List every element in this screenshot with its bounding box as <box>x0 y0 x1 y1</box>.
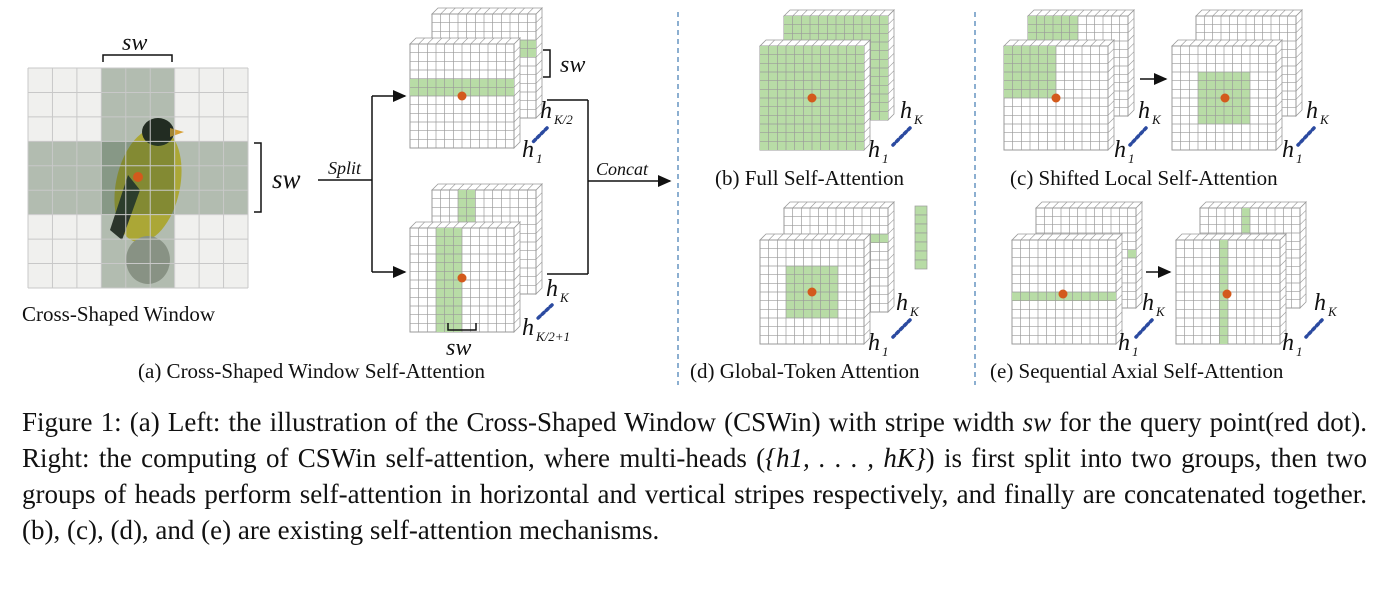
caption-d: (d) Global-Token Attention <box>690 359 920 383</box>
caption-part-3: ) is first split into two groups, then t… <box>22 443 1367 545</box>
a-bot-dot <box>457 273 467 283</box>
a-top-front-grid <box>409 37 521 149</box>
c-head-1-left-sub: 1 <box>1128 151 1135 166</box>
e-right-dot <box>1222 289 1232 299</box>
caption-e: (e) Sequential Axial Self-Attention <box>990 359 1284 383</box>
b-head-dots <box>891 126 912 147</box>
d-head-dots <box>891 318 912 339</box>
c-head-1-right-sub: 1 <box>1296 151 1303 166</box>
e-right-front-grid <box>1175 233 1287 345</box>
sw-label-right: sw <box>272 164 301 194</box>
head-label-k: h <box>546 276 558 302</box>
head-sub-k21: K/2+1 <box>535 329 570 344</box>
c-left-dot <box>1051 93 1061 103</box>
c-left-front-grid <box>1003 39 1115 151</box>
e-left-head-dots <box>1134 318 1154 339</box>
sw-label-v-stripe: sw <box>446 335 471 361</box>
bird-image <box>27 67 249 289</box>
bird-beak <box>170 128 184 137</box>
head-sub-k: K <box>559 290 570 305</box>
c-head-k-right: h <box>1306 98 1318 124</box>
split-label: Split <box>328 158 362 178</box>
query-dot <box>133 172 143 182</box>
c-head-k-right-sub: K <box>1319 112 1330 127</box>
caption-part-2: for the query point(red dot). Right: the… <box>22 407 1367 473</box>
caption-part-1: Figure 1: (a) Left: the illustration of … <box>22 407 1023 437</box>
head-label-k2: h <box>540 98 552 124</box>
head-label-k21: h <box>522 315 534 341</box>
a-bot-head-dots <box>534 303 554 322</box>
figure: sw sw Cross-Shaped Window Split Concat s… <box>22 7 1338 385</box>
sw-label-top: sw <box>122 30 147 56</box>
cross-shaped-window-label: Cross-Shaped Window <box>22 302 216 326</box>
caption-sw: sw <box>1022 407 1052 437</box>
sw-bracket-h-stripe <box>543 49 551 78</box>
e-head-k-right: h <box>1314 290 1326 316</box>
a-top-head-dots <box>530 126 549 145</box>
figure-caption: Figure 1: (a) Left: the illustration of … <box>22 404 1367 548</box>
b-head-1: h <box>868 137 880 163</box>
e-head-k-right-sub: K <box>1327 304 1338 319</box>
e-head-1-right-sub: 1 <box>1296 344 1303 359</box>
e-head-1-right: h <box>1282 330 1294 356</box>
d-global-tokens <box>914 205 928 270</box>
b-dot <box>807 93 817 103</box>
caption-heads: {h1, . . . , hK} <box>765 443 926 473</box>
sw-bracket-top <box>102 54 173 62</box>
sw-bracket-v-stripe <box>447 323 477 331</box>
a-top-dot <box>457 91 467 101</box>
e-head-1-left-sub: 1 <box>1132 344 1139 359</box>
b-head-k-sub: K <box>913 112 924 127</box>
e-left-dot <box>1058 289 1068 299</box>
caption-c: (c) Shifted Local Self-Attention <box>1010 166 1278 190</box>
e-head-1-left: h <box>1118 330 1130 356</box>
b-head-1-sub: 1 <box>882 151 889 166</box>
c-head-1-left: h <box>1114 137 1126 163</box>
perch <box>126 236 170 284</box>
caption-b: (b) Full Self-Attention <box>715 166 904 190</box>
d-head-k: h <box>896 290 908 316</box>
c-right-head-dots <box>1296 126 1316 147</box>
sw-bracket-right <box>254 142 262 213</box>
c-right-dot <box>1220 93 1230 103</box>
attention-stacks <box>409 7 1324 345</box>
d-dot <box>807 287 817 297</box>
d-head-k-sub: K <box>909 304 920 319</box>
sw-label-h-stripe: sw <box>560 52 585 78</box>
bird-grid <box>27 67 249 289</box>
d-head-1-sub: 1 <box>882 344 889 359</box>
e-head-k-left: h <box>1142 290 1154 316</box>
a-bot-front-grid <box>409 221 521 333</box>
e-head-k-left-sub: K <box>1155 304 1166 319</box>
c-head-1-right: h <box>1282 137 1294 163</box>
concat-connector <box>547 99 672 275</box>
head-sub-k2: K/2 <box>553 112 573 127</box>
c-head-k-left: h <box>1138 98 1150 124</box>
split-connector <box>318 90 407 278</box>
head-sub-1-top: 1 <box>536 151 543 166</box>
e-left-front-grid <box>1011 233 1123 345</box>
c-head-k-left-sub: K <box>1151 112 1162 127</box>
b-head-k: h <box>900 98 912 124</box>
caption-a: (a) Cross-Shaped Window Self-Attention <box>138 359 485 383</box>
head-label-1-top: h <box>522 137 534 163</box>
d-head-1: h <box>868 330 880 356</box>
c-left-head-dots <box>1128 126 1148 147</box>
concat-label: Concat <box>596 159 649 179</box>
bird-wing <box>110 175 140 240</box>
e-right-head-dots <box>1304 318 1324 339</box>
